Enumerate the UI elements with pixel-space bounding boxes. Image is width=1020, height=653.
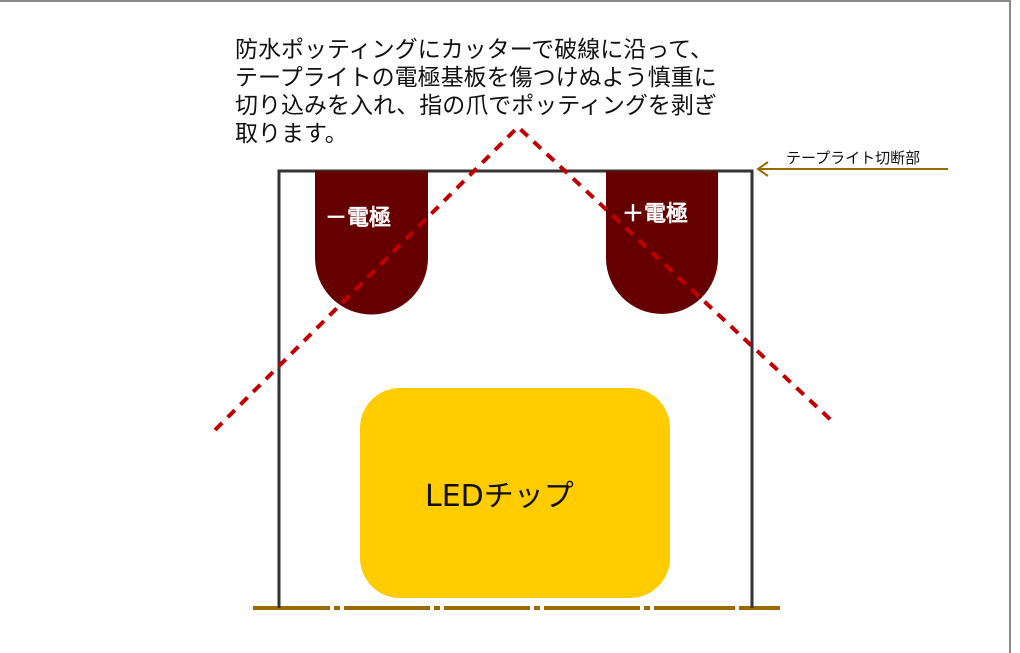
instruction-line: 切り込みを入れ、指の爪でポッティングを剥ぎ <box>235 93 717 119</box>
negative-electrode <box>315 171 428 315</box>
led-chip-label: LEDチップ <box>425 479 574 514</box>
positive-electrode <box>606 171 718 314</box>
instruction-line: 防水ポッティングにカッターで破線に沿って、 <box>235 37 713 63</box>
led-chip <box>360 388 670 598</box>
instruction-text-block: 防水ポッティングにカッターで破線に沿って、 テープライトの電極基板を傷つけぬよう… <box>235 37 717 147</box>
instruction-line: テープライトの電極基板を傷つけぬよう慎重に <box>235 65 717 91</box>
cut-section-label: テープライト切断部 <box>786 149 920 167</box>
strip-base-marks <box>330 606 739 610</box>
tape-light-frame <box>277 169 754 608</box>
instruction-line: 取ります。 <box>235 121 348 147</box>
negative-electrode-label: －電極 <box>325 205 391 231</box>
callout-arrowhead <box>756 161 769 177</box>
positive-electrode-label: ＋電極 <box>622 201 688 227</box>
